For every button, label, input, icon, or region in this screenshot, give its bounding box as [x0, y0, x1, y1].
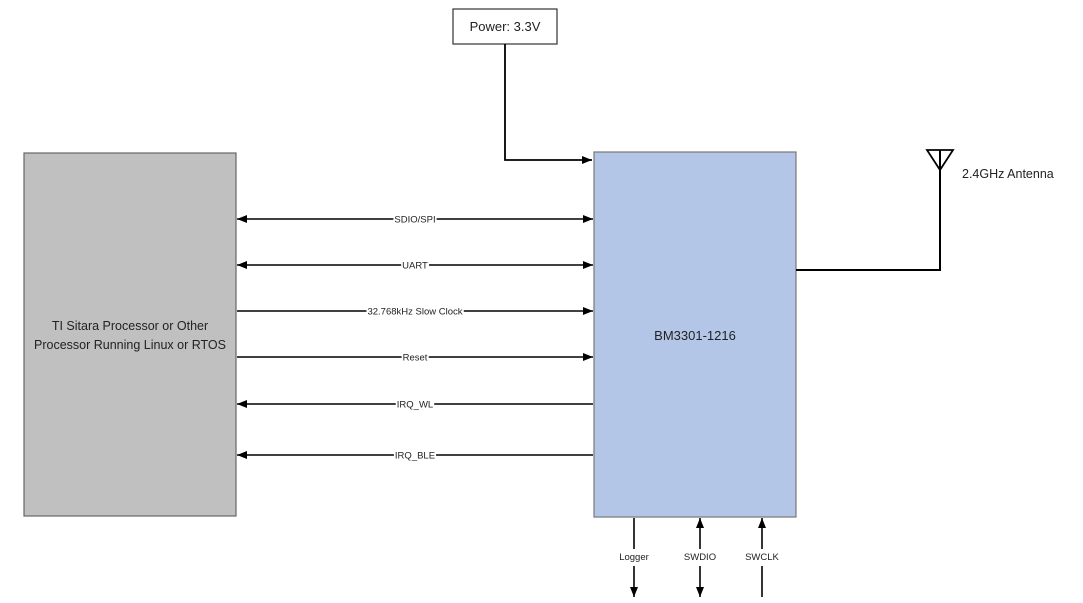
- signal-irq-wl: IRQ_WL: [237, 399, 593, 411]
- signal-label-bg: [395, 399, 435, 411]
- processor-label-line1: TI Sitara Processor or Other: [52, 319, 208, 333]
- pin-swdio: SWDIO: [681, 518, 719, 597]
- pin-logger: Logger: [617, 518, 651, 597]
- signal-label-bg: [393, 214, 437, 226]
- pin-label-bg: [617, 549, 651, 566]
- signal-label: 32.768kHz Slow Clock: [367, 307, 462, 318]
- signal-label: Reset: [403, 353, 428, 364]
- signal-label: IRQ_WL: [397, 400, 433, 411]
- processor-label-line2: Processor Running Linux or RTOS: [34, 338, 226, 352]
- signal-label: IRQ_BLE: [395, 451, 435, 462]
- signal-sdio-spi: SDIO/SPI: [237, 214, 593, 226]
- signal-label-bg: [401, 260, 430, 272]
- antenna: 2.4GHz Antenna: [796, 149, 1054, 271]
- debug-pins: Logger SWDIO SWCLK: [617, 518, 782, 597]
- antenna-feed-line: [796, 150, 941, 271]
- signal-32-768khz-slow-clock: 32.768kHz Slow Clock: [237, 306, 593, 318]
- power-label: Power: 3.3V: [470, 19, 541, 34]
- antenna-label: 2.4GHz Antenna: [962, 167, 1054, 181]
- pin-label: SWCLK: [745, 552, 779, 563]
- signal-reset: Reset: [237, 352, 593, 364]
- signal-label: UART: [402, 261, 428, 272]
- power-line: [504, 44, 592, 164]
- pin-label: Logger: [619, 552, 649, 563]
- pin-swclk: SWCLK: [743, 518, 782, 597]
- signal-uart: UART: [237, 260, 593, 272]
- processor-box: TI Sitara Processor or Other Processor R…: [23, 152, 237, 517]
- signal-label-bg: [393, 450, 437, 462]
- signal-label: SDIO/SPI: [394, 215, 435, 226]
- power-box: Power: 3.3V: [452, 8, 558, 45]
- pin-label: SWDIO: [684, 552, 716, 563]
- signal-label-bg: [366, 306, 464, 318]
- signal-irq-ble: IRQ_BLE: [237, 450, 593, 462]
- signal-label-bg: [401, 352, 429, 364]
- antenna-icon: [925, 149, 955, 172]
- module-box: BM3301-1216: [593, 151, 797, 518]
- pin-label-bg: [681, 549, 719, 566]
- pin-label-bg: [743, 549, 782, 566]
- module-label: BM3301-1216: [654, 328, 736, 343]
- signal-lines: SDIO/SPI UART 32.768kHz Slow ClockResetIRQ…: [237, 214, 593, 462]
